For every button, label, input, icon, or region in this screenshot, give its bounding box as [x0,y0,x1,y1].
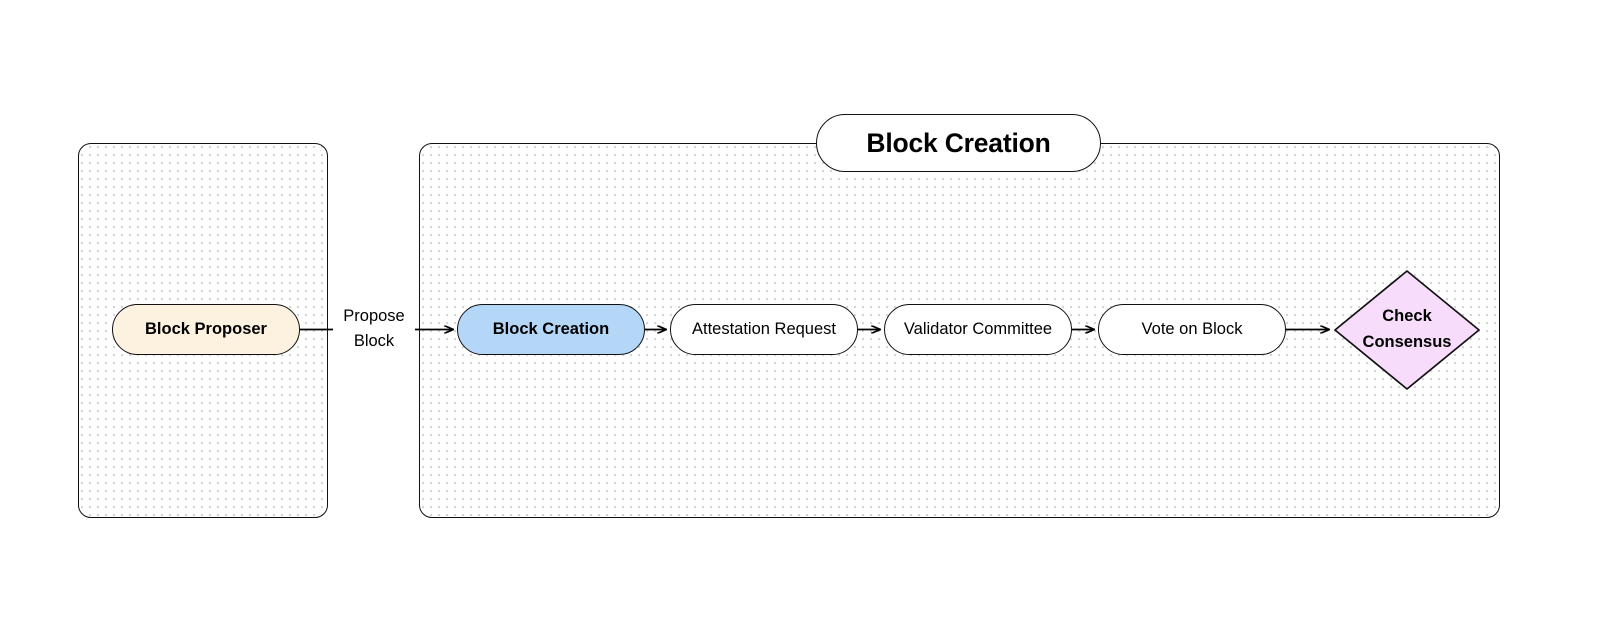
node-vote-on-block[interactable]: Vote on Block [1098,304,1286,355]
node-block-proposer-label: Block Proposer [145,320,267,338]
subgraph-title-block-creation: Block Creation [816,114,1101,172]
node-attestation-request[interactable]: Attestation Request [670,304,858,355]
node-block-creation[interactable]: Block Creation [457,304,645,355]
diamond-shape [1334,270,1480,390]
node-check-consensus-label-line1: Check [1382,307,1432,326]
edge-label-propose-block: Propose Block [333,300,415,358]
subgraph-title-label: Block Creation [866,127,1051,158]
edge-label-propose-block-line1: Propose [343,307,405,326]
node-check-consensus[interactable]: Check Consensus [1332,268,1482,392]
edge-label-propose-block-line2: Block [353,332,395,350]
node-vote-on-block-label: Vote on Block [1141,320,1243,338]
node-block-proposer[interactable]: Block Proposer [112,304,300,355]
node-check-consensus-label: Check Consensus [1332,268,1482,392]
node-check-consensus-label-line2: Consensus [1362,333,1452,351]
node-block-creation-label: Block Creation [492,320,610,338]
node-validator-committee-label: Validator Committee [903,320,1053,338]
node-validator-committee[interactable]: Validator Committee [884,304,1072,355]
node-attestation-request-label: Attestation Request [691,320,836,338]
